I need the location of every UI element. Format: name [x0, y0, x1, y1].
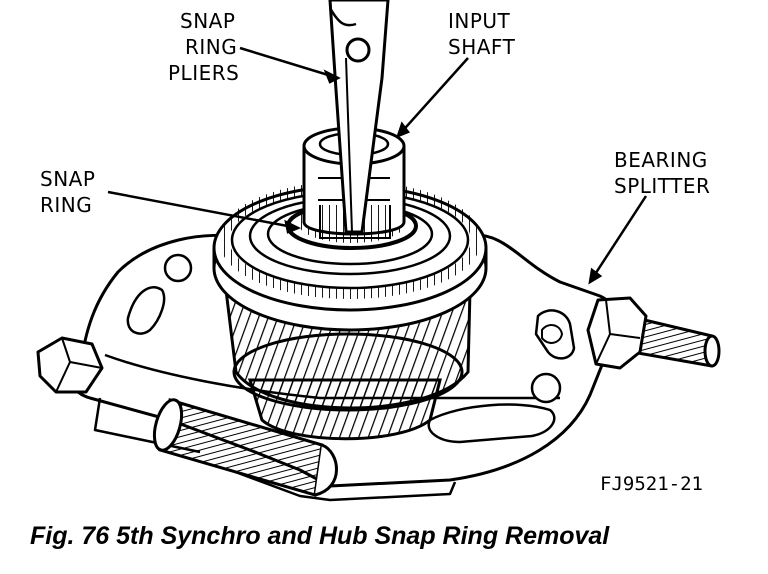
figure-caption: Fig. 76 5th Synchro and Hub Snap Ring Re…: [30, 522, 610, 550]
label-input-shaft: INPUT SHAFT: [448, 9, 516, 59]
left-hex-nut: [36, 336, 104, 394]
svg-text:RING: RING: [185, 35, 237, 59]
snap-ring-pliers-tool: [328, 0, 390, 234]
svg-text:SNAP: SNAP: [180, 9, 235, 33]
right-threaded-rod: [586, 296, 721, 370]
label-snap-ring: SNAP RING: [40, 167, 95, 217]
svg-text:SPLITTER: SPLITTER: [614, 174, 710, 198]
label-bearing-splitter: BEARING SPLITTER: [614, 148, 710, 198]
svg-text:SNAP: SNAP: [40, 167, 95, 191]
svg-text:PLIERS: PLIERS: [168, 61, 239, 85]
svg-text:SHAFT: SHAFT: [448, 35, 516, 59]
leader-lines: [107, 46, 648, 285]
svg-text:RING: RING: [40, 193, 92, 217]
svg-text:BEARING: BEARING: [614, 148, 708, 172]
front-threaded-rod: [152, 398, 338, 497]
gear-assembly: [212, 181, 488, 441]
svg-text:INPUT: INPUT: [448, 9, 511, 33]
figure-number: FJ9521-21: [600, 473, 703, 495]
label-snap-ring-pliers: SNAP RING PLIERS: [168, 9, 239, 85]
